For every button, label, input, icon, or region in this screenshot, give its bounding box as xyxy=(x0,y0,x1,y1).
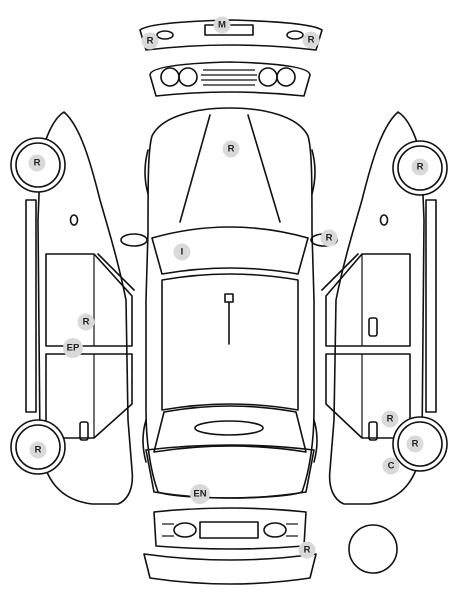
marker-label: R xyxy=(304,545,311,556)
marker-right-mirror: R xyxy=(320,229,338,247)
marker-badge xyxy=(411,158,429,176)
marker-badge xyxy=(381,410,399,428)
marker-badge xyxy=(302,31,320,49)
marker-label: R xyxy=(326,233,333,244)
marker-front-bumper-left: R xyxy=(141,32,159,50)
marker-right-front-wheel: R xyxy=(411,158,429,176)
right-side-outline xyxy=(321,111,448,505)
marker-badge xyxy=(63,338,83,358)
marker-label: R xyxy=(147,36,154,47)
marker-right-rear-panel: R xyxy=(381,410,399,428)
left-side-outline xyxy=(10,111,135,505)
rear-panel-outline xyxy=(153,507,307,550)
marker-badge xyxy=(222,140,240,158)
marker-badge xyxy=(77,313,95,331)
marker-badge xyxy=(29,441,47,459)
marker-front-bumper-center: M xyxy=(213,16,231,34)
damage-markers: M R R R R I R R R R R EP R C EN R xyxy=(28,16,429,559)
marker-label: R xyxy=(417,162,424,173)
marker-badge xyxy=(320,229,338,247)
car-body-outline xyxy=(120,107,338,499)
spare-wheel-outline xyxy=(348,524,398,574)
marker-windshield: I xyxy=(173,243,191,261)
marker-rear-bumper: R xyxy=(298,541,316,559)
rear-bumper-outline xyxy=(143,553,317,585)
marker-right-rear-wheel: R xyxy=(406,435,424,453)
marker-badge xyxy=(28,154,46,172)
marker-label: M xyxy=(218,20,226,31)
marker-label: R xyxy=(228,144,235,155)
marker-label: C xyxy=(388,461,395,472)
marker-left-rear-wheel: R xyxy=(29,441,47,459)
marker-label: I xyxy=(181,247,184,258)
marker-right-rear-quarter: C xyxy=(382,457,400,475)
marker-label: EP xyxy=(67,343,80,354)
marker-badge xyxy=(190,484,210,504)
marker-hood: R xyxy=(222,140,240,158)
marker-left-rocker: EP xyxy=(63,338,83,358)
marker-front-bumper-right: R xyxy=(302,31,320,49)
marker-label: R xyxy=(412,439,419,450)
marker-trunk: EN xyxy=(190,484,210,504)
marker-badge xyxy=(406,435,424,453)
marker-badge xyxy=(298,541,316,559)
front-bumper-outline xyxy=(139,19,323,51)
marker-label: R xyxy=(35,445,42,456)
marker-left-front-wheel: R xyxy=(28,154,46,172)
marker-badge xyxy=(213,16,231,34)
front-grille-outline xyxy=(149,61,311,97)
marker-badge xyxy=(382,457,400,475)
marker-label: R xyxy=(34,158,41,169)
marker-badge xyxy=(173,243,191,261)
marker-label: R xyxy=(83,317,90,328)
marker-left-door: R xyxy=(77,313,95,331)
marker-label: R xyxy=(387,414,394,425)
marker-label: EN xyxy=(193,489,206,500)
marker-badge xyxy=(141,32,159,50)
marker-label: R xyxy=(308,35,315,46)
